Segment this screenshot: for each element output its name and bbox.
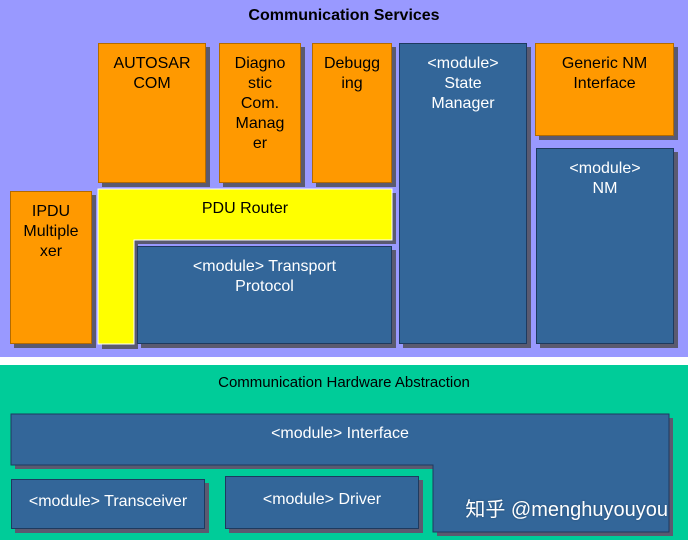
transport-protocol-box: <module> Transport Protocol <box>137 246 392 344</box>
interface-shape <box>10 413 673 536</box>
nm-label: <module> NM <box>569 160 641 197</box>
diagnostic-com-manager-label: Diagno stic Com. Manag er <box>234 55 286 152</box>
nm-box: <module> NM <box>536 148 674 344</box>
debugging-box: Debugg ing <box>312 43 392 183</box>
autosar-com-label: AUTOSAR COM <box>113 55 191 92</box>
state-manager-box: <module> State Manager <box>399 43 527 344</box>
communication-hardware-abstraction-title: Communication Hardware Abstraction <box>218 374 470 391</box>
driver-label: <module> Driver <box>262 491 382 508</box>
transport-protocol-label: <module> Transport Protocol <box>192 258 337 295</box>
debugging-label: Debugg ing <box>323 55 381 92</box>
state-manager-label: <module> State Manager <box>427 55 499 112</box>
communication-hardware-abstraction-layer: Communication Hardware Abstraction <modu… <box>0 365 688 540</box>
communication-services-layer: Communication Services AUTOSAR COM Diagn… <box>0 0 688 357</box>
driver-box: <module> Driver <box>225 476 419 529</box>
diagnostic-com-manager-box: Diagno stic Com. Manag er <box>219 43 301 183</box>
autosar-com-box: AUTOSAR COM <box>98 43 206 183</box>
transceiver-box: <module> Transceiver <box>11 479 205 529</box>
transceiver-label: <module> Transceiver <box>28 493 188 510</box>
generic-nm-interface-label: Generic NM Interface <box>561 55 648 92</box>
interface-label: <module> Interface <box>271 425 409 442</box>
generic-nm-interface-box: Generic NM Interface <box>535 43 674 136</box>
ipdu-multiplexer-box: IPDU Multiple xer <box>10 191 92 344</box>
pdu-router-label: PDU Router <box>201 200 289 217</box>
watermark-text: 知乎 @menghuyouyou <box>465 499 668 521</box>
ipdu-multiplexer-label: IPDU Multiple xer <box>23 203 79 260</box>
communication-services-title: Communication Services <box>248 7 440 24</box>
pdu-router-shape <box>97 188 396 349</box>
